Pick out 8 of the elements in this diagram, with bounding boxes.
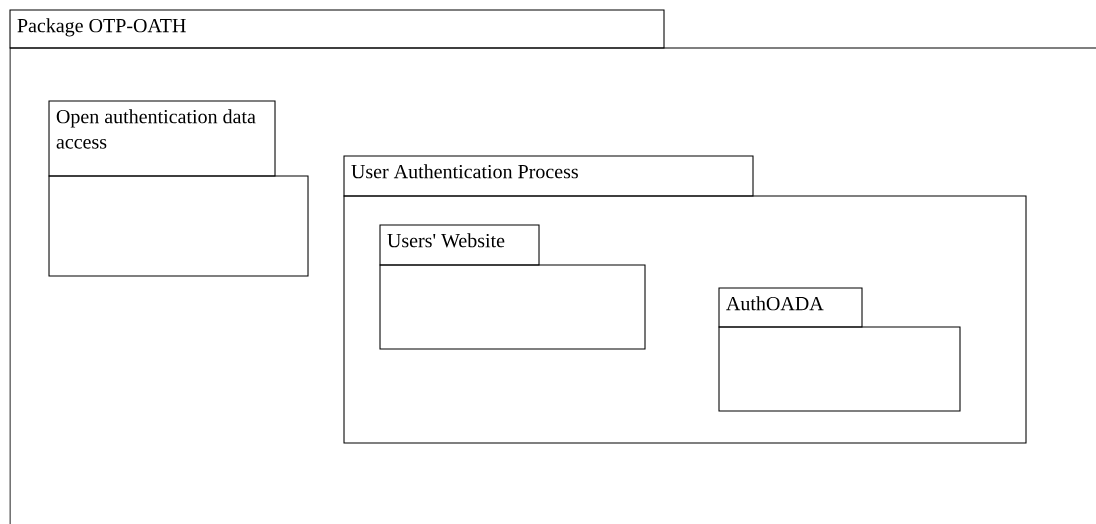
node-label: AuthOADA [726, 296, 824, 311]
package: AuthOADA [718, 287, 961, 412]
node-label: Open authentication data access [56, 109, 256, 149]
node-label: Package OTP-OATH [17, 18, 186, 37]
node-label: Users' Website [387, 233, 505, 248]
package: Open authentication data access [48, 100, 309, 277]
package: Users' Website [379, 224, 646, 350]
node-label: User Authentication Process [351, 164, 578, 179]
